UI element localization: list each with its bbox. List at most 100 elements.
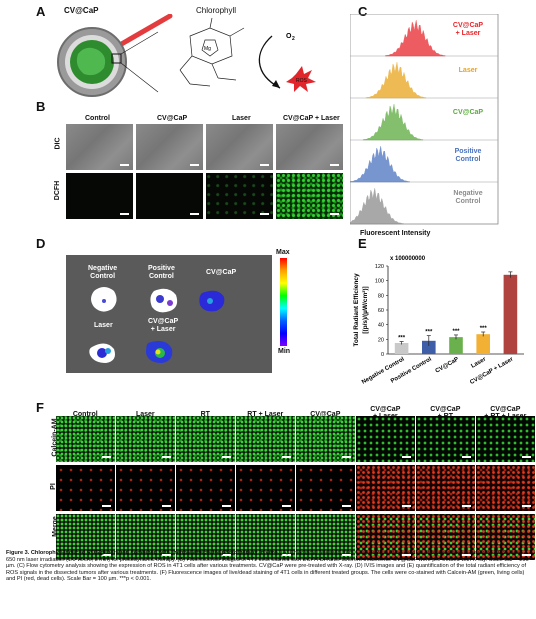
f-image-r1-c0 — [56, 465, 115, 511]
y-tick-label: 0 — [381, 352, 384, 358]
d-label-laser: Laser — [94, 322, 113, 329]
f-image-r1-c7 — [476, 465, 535, 511]
histogram-0 — [384, 20, 446, 57]
f-col-0: Control — [72, 411, 98, 418]
ivis-image — [66, 255, 272, 373]
y-axis-label: Total Radiant Efficiency — [353, 273, 360, 347]
y-tick-label: 80 — [378, 293, 384, 299]
b-col-laser: Laser — [232, 115, 251, 122]
histogram-4 — [350, 188, 405, 225]
bar-0 — [394, 343, 409, 354]
histogram-label-0: CV@CaP — [453, 22, 483, 29]
histogram-label-3: Control — [456, 156, 481, 163]
b-dcfh-cvcap — [136, 173, 203, 219]
histogram-label-0: + Laser — [456, 30, 481, 37]
o2-text: O — [286, 33, 292, 40]
d-label-cvcap: CV@CaP — [206, 269, 237, 276]
caption-body: (A) Chlorophyll released from CV@CaP cou… — [6, 550, 529, 583]
category-label-2: CV@CaP — [435, 357, 460, 375]
f-image-r2-c7 — [476, 514, 535, 560]
f-image-r0-c6 — [416, 416, 475, 462]
d-label-negative: Negative Control — [88, 265, 118, 280]
flow-cytometry-plot: CV@CaP+ LaserLaserCV@CaPPositiveControlN… — [350, 14, 499, 225]
colorbar-min: Min — [278, 348, 291, 355]
figure-caption: Figure 3. Chlorophyll-induced ROS genera… — [6, 550, 530, 583]
histogram-3 — [350, 146, 410, 183]
y-axis-label: [(p/s)/(µW/cm²)] — [362, 286, 369, 333]
f-image-r0-c2 — [176, 416, 235, 462]
histogram-label-2: CV@CaP — [453, 109, 483, 116]
f-image-r2-c4 — [296, 514, 355, 560]
colorbar — [280, 258, 287, 346]
b-col-cvcap-laser: CV@CaP + Laser — [283, 115, 340, 122]
mg-text: Mg — [204, 46, 211, 52]
f-image-r1-c6 — [416, 465, 475, 511]
significance-1: *** — [425, 330, 433, 336]
f-image-r1-c4 — [296, 465, 355, 511]
b-dic-cvcap-laser — [276, 124, 343, 170]
panel-label-d: D — [36, 236, 46, 251]
panel-label-f: F — [36, 400, 44, 415]
f-image-r0-c4 — [296, 416, 355, 462]
category-label-3: Laser — [470, 356, 487, 370]
f-image-r2-c2 — [176, 514, 235, 560]
significance-3: *** — [480, 326, 488, 332]
f-col-4: CV@CaP — [310, 411, 341, 418]
f-image-r2-c1 — [116, 514, 175, 560]
b-row-dcfh: DCFH — [54, 180, 62, 201]
b-dcfh-control — [66, 173, 133, 219]
f-image-r2-c5 — [356, 514, 415, 560]
y-tick-label: 40 — [378, 323, 384, 329]
f-image-r1-c2 — [176, 465, 235, 511]
bar-1 — [422, 340, 436, 354]
f-image-r2-c3 — [236, 514, 295, 560]
f-image-r0-c0 — [56, 416, 115, 462]
svg-text:2: 2 — [292, 36, 295, 42]
d-label-cvcap-laser: CV@CaP + Laser — [148, 318, 179, 333]
f-image-r2-c6 — [416, 514, 475, 560]
f-image-r0-c1 — [116, 416, 175, 462]
caption-title: Figure 3. Chlorophyll-induced ROS genera… — [6, 550, 280, 556]
panel-a-illustration: Mg O 2 ROS — [57, 14, 316, 97]
bar-2 — [449, 337, 463, 354]
b-dic-laser — [206, 124, 273, 170]
y-tick-label: 120 — [375, 264, 384, 270]
ros-text: ROS — [296, 78, 308, 84]
panel-label-c: C — [358, 4, 368, 19]
d-label-positive: Positive Control — [148, 265, 175, 280]
significance-2: *** — [452, 329, 460, 335]
y-tick-label: 60 — [378, 308, 384, 314]
histogram-label-4: Control — [456, 198, 481, 205]
b-col-cvcap: CV@CaP — [157, 115, 188, 122]
f-image-r1-c1 — [116, 465, 175, 511]
histogram-1 — [365, 62, 427, 99]
category-label-0: Negative Control — [361, 356, 406, 385]
cv-cap-label: CV@CaP — [64, 6, 99, 15]
panel-label-a: A — [36, 4, 46, 19]
c-xlabel: Fluorescent Intensity — [360, 230, 431, 237]
scale-label: x 100000000 — [390, 256, 426, 262]
bar-4 — [503, 274, 518, 354]
histogram-label-4: Negative — [453, 190, 482, 197]
colorbar-max: Max — [276, 249, 290, 256]
f-col-3: RT + Laser — [247, 411, 284, 418]
histogram-2 — [362, 104, 424, 141]
f-image-r0-c3 — [236, 416, 295, 462]
f-image-r1-c5 — [356, 465, 415, 511]
b-col-control: Control — [85, 115, 110, 122]
panel-label-b: B — [36, 99, 46, 114]
significance-0: *** — [398, 336, 406, 342]
b-dcfh-laser — [206, 173, 273, 219]
f-col-1: Laser — [135, 411, 155, 418]
b-dic-control — [66, 124, 133, 170]
y-tick-label: 20 — [378, 337, 384, 343]
panel-label-e: E — [358, 236, 367, 251]
chlorophyll-label: Chlorophyll — [196, 6, 237, 15]
b-row-dic: DIC — [54, 137, 62, 150]
y-tick-label: 100 — [375, 279, 384, 285]
f-image-r0-c5 — [356, 416, 415, 462]
b-dic-cvcap — [136, 124, 203, 170]
histogram-label-3: Positive — [455, 148, 482, 155]
f-image-r0-c7 — [476, 416, 535, 462]
